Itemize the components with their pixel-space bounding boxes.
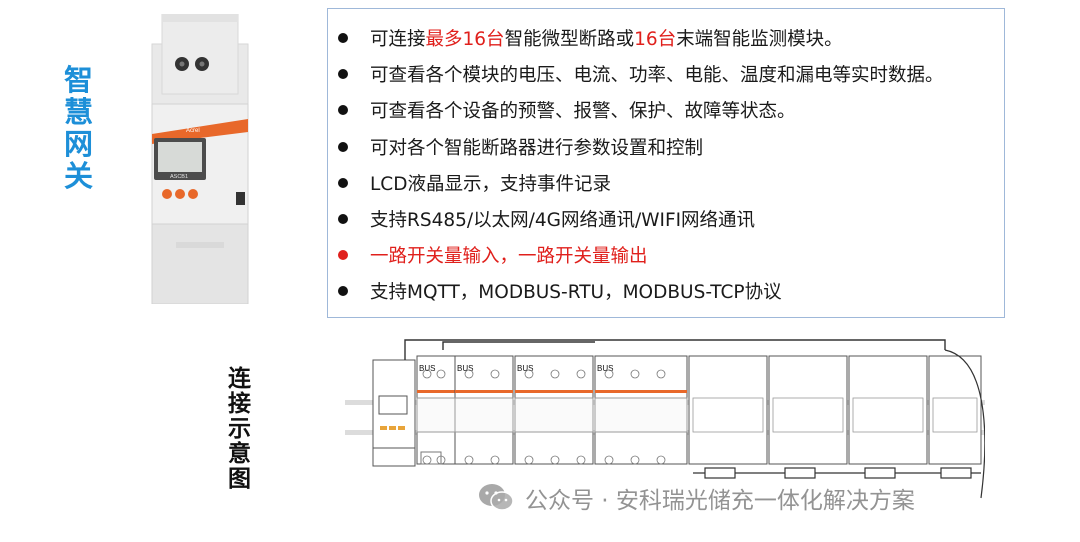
lcd-screen [158, 142, 202, 172]
bullet-icon [338, 69, 348, 80]
gateway-title-char: 慧 [64, 95, 94, 129]
bullet-icon [338, 105, 348, 116]
gateway-title-char: 智 [64, 63, 94, 97]
bullet-icon [338, 214, 348, 225]
watermark: 公众号 · 安科瑞光储充一体化解决方案 [477, 478, 915, 518]
bus-label: BUS [597, 364, 613, 373]
bus-label: BUS [457, 364, 473, 373]
feature-text: 可对各个智能断路器进行参数设置和控制 [370, 137, 704, 159]
feature-text: 可查看各个模块的电压、电流、功率、电能、温度和漏电等实时数据。 [370, 65, 944, 87]
breaker-module: BUS [594, 355, 688, 465]
gateway-title-char: 关 [64, 159, 94, 193]
device-button-icon [175, 189, 185, 199]
gateway-title-char: 网 [64, 127, 94, 161]
feature-text: 支持RS485/以太网/4G网络通讯/WIFI网络通讯 [370, 210, 756, 232]
feature-item: 可对各个智能断路器进行参数设置和控制 [338, 129, 1004, 165]
bullet-icon [338, 250, 348, 261]
diagram-title-char: 示 [228, 416, 251, 442]
watermark-text: 公众号 · 安科瑞光储充一体化解决方案 [525, 488, 915, 514]
breaker-module: BUS [514, 355, 594, 465]
monitoring-module [688, 355, 982, 465]
bullet-icon [338, 33, 348, 44]
bullet-icon [338, 177, 348, 188]
device-button-icon [162, 189, 172, 199]
gateway-title: 智 慧 网 关 [64, 66, 93, 191]
breaker-module: BUS [454, 355, 514, 465]
feature-item: 可查看各个设备的预警、报警、保护、故障等状态。 [338, 92, 1004, 128]
diagram-title-char: 图 [228, 466, 251, 492]
wechat-icon [479, 484, 514, 511]
diagram-title: 连 接 示 意 图 [228, 368, 251, 491]
device-model-label: ASCB1 [170, 174, 188, 180]
bus-label: BUS [419, 364, 435, 373]
diagram-title-char: 接 [228, 391, 251, 417]
feature-text: 可查看各个设备的预警、报警、保护、故障等状态。 [370, 101, 796, 123]
feature-item: 可连接最多16台智能微型断路或16台末端智能监测模块。 [338, 20, 1004, 56]
bullet-icon [338, 141, 348, 152]
feature-item: 支持MQTT，MODBUS-RTU，MODBUS-TCP协议 [338, 273, 1004, 309]
feature-item: 支持RS485/以太网/4G网络通讯/WIFI网络通讯 [338, 201, 1004, 237]
feature-text: 支持MQTT，MODBUS-RTU，MODBUS-TCP协议 [370, 282, 782, 304]
feature-panel: 可连接最多16台智能微型断路或16台末端智能监测模块。 可查看各个模块的电压、电… [327, 8, 1005, 318]
connection-diagram: BUS BUS BUS BUS [345, 339, 985, 499]
feature-list: 可连接最多16台智能微型断路或16台末端智能监测模块。 可查看各个模块的电压、电… [328, 9, 1004, 310]
diagram-title-char: 意 [228, 441, 251, 467]
feature-text: 可连接最多16台智能微型断路或16台末端智能监测模块。 [370, 29, 843, 51]
gateway-device-image: Acrel ASCB1 [151, 14, 249, 304]
device-brand-label: Acrel [186, 128, 200, 134]
bullet-icon [338, 286, 348, 297]
feature-item: 可查看各个模块的电压、电流、功率、电能、温度和漏电等实时数据。 [338, 56, 1004, 92]
diagram-title-char: 连 [228, 366, 251, 392]
device-button-icon [188, 189, 198, 199]
bus-wiring [404, 339, 946, 360]
feature-item: LCD液晶显示，支持事件记录 [338, 165, 1004, 201]
feature-text: LCD液晶显示，支持事件记录 [370, 173, 611, 195]
bus-label: BUS [517, 364, 533, 373]
feature-item: 一路开关量输入，一路开关量输出 [338, 237, 1004, 273]
feature-text: 一路开关量输入，一路开关量输出 [370, 246, 648, 268]
diagram-gateway [372, 359, 416, 467]
